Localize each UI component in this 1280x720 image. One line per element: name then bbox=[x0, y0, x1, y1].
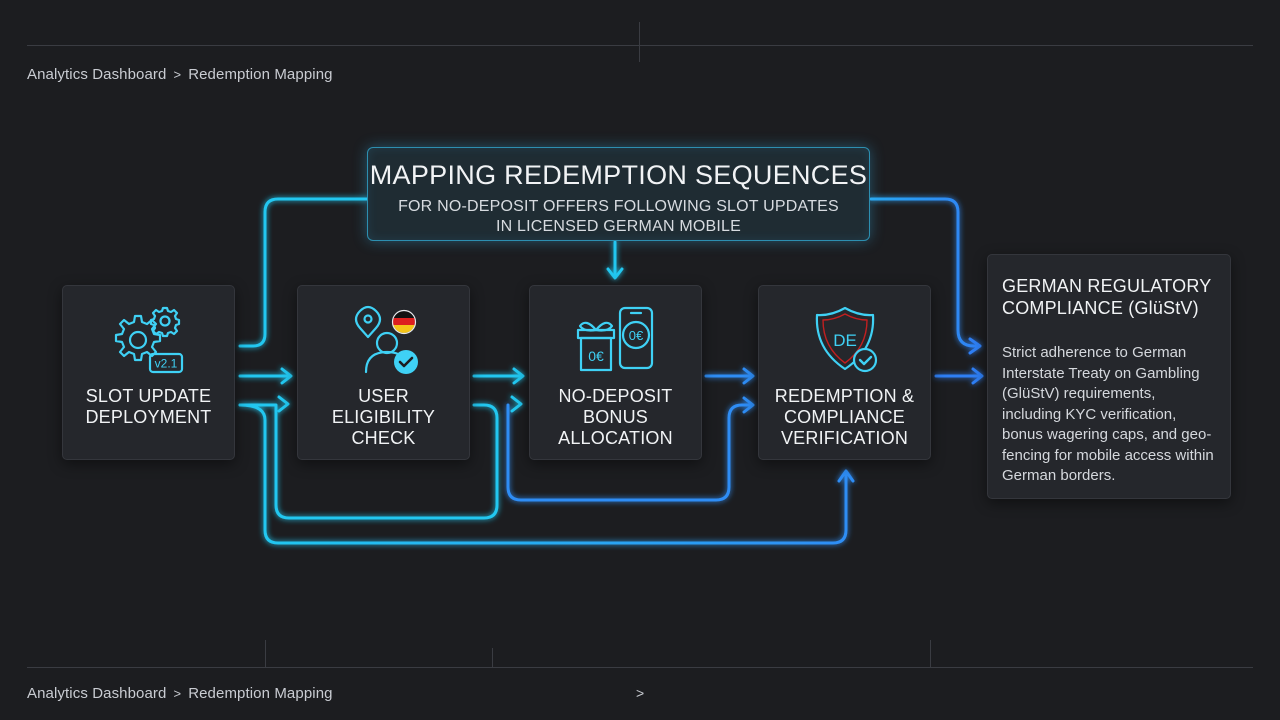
bottom-tick bbox=[265, 640, 266, 667]
top-divider bbox=[27, 45, 1253, 46]
shield-check-icon: DE bbox=[759, 302, 930, 382]
arrowhead-loop-bonus bbox=[510, 395, 523, 413]
shield-country-text: DE bbox=[833, 331, 857, 350]
gift-lid bbox=[576, 328, 616, 340]
arrowhead-4-info bbox=[971, 367, 984, 385]
chevron-right-icon[interactable]: > bbox=[636, 685, 645, 701]
breadcrumb-separator: > bbox=[173, 67, 182, 82]
step-label-bonus-allocation: NO-DEPOSIT BONUS ALLOCATION bbox=[534, 386, 697, 449]
step-card-user-eligibility[interactable]: USER ELIGIBILITY CHECK bbox=[297, 285, 470, 460]
breadcrumb-link-analytics[interactable]: Analytics Dashboard bbox=[27, 66, 167, 83]
step-label-slot-update: SLOT UPDATE DEPLOYMENT bbox=[67, 386, 230, 428]
bottom-divider bbox=[27, 667, 1253, 668]
compliance-title: GERMAN REGULATORY COMPLIANCE (GlüStV) bbox=[1002, 276, 1212, 318]
breadcrumb-bottom: Analytics Dashboard > Redemption Mapping bbox=[27, 685, 333, 702]
bottom-tick bbox=[492, 648, 493, 667]
arrowhead-compliance-top bbox=[968, 337, 982, 355]
arrowhead-3-4 bbox=[742, 367, 755, 385]
user-head bbox=[375, 331, 399, 355]
diagram-title: MAPPING REDEMPTION SEQUENCES bbox=[369, 160, 868, 190]
arrowhead-loop-verification-up bbox=[837, 469, 855, 483]
breadcrumb-top: Analytics Dashboard > Redemption Mapping bbox=[27, 66, 333, 83]
connector-title-to-compliance bbox=[869, 197, 978, 348]
check-badge-icon bbox=[394, 350, 418, 374]
step-label-line: CHECK bbox=[351, 428, 416, 448]
gift-box-icon bbox=[579, 336, 613, 372]
step-label-line: ALLOCATION bbox=[558, 428, 673, 448]
step-label-line: USER bbox=[358, 386, 409, 406]
compliance-info-box: GERMAN REGULATORY COMPLIANCE (GlüStV) St… bbox=[987, 254, 1231, 499]
arrowhead-2-3 bbox=[512, 367, 525, 385]
step-label-compliance-verification: REDEMPTION & COMPLIANCE VERIFICATION bbox=[763, 386, 926, 449]
diagram-subtitle: FOR NO-DEPOSIT OFFERS FOLLOWING SLOT UPD… bbox=[368, 197, 869, 237]
diagram-subtitle-line1: FOR NO-DEPOSIT OFFERS FOLLOWING SLOT UPD… bbox=[398, 198, 839, 215]
breadcrumb-current[interactable]: Redemption Mapping bbox=[188, 66, 333, 83]
phone-icon bbox=[618, 306, 654, 370]
user-check-icon bbox=[298, 302, 469, 382]
step-label-line: NO-DEPOSIT bbox=[558, 386, 673, 406]
phone-amount-text: 0€ bbox=[629, 328, 644, 343]
gears-icon: v2.1 bbox=[63, 302, 234, 382]
germany-flag-icon bbox=[391, 309, 417, 335]
step-card-slot-update[interactable]: v2.1 SLOT UPDATE DEPLOYMENT bbox=[62, 285, 235, 460]
step-label-line: SLOT UPDATE bbox=[85, 386, 212, 406]
loop-slot-to-user bbox=[238, 403, 499, 520]
gift-phone-icon: 0€ 0€ bbox=[530, 302, 701, 382]
location-pin-icon bbox=[354, 305, 382, 339]
arrowhead-loop-verify bbox=[742, 396, 755, 414]
step-label-line: COMPLIANCE bbox=[783, 407, 906, 427]
arrowhead-1-2 bbox=[280, 367, 293, 385]
arrowhead-title-down bbox=[606, 267, 624, 280]
connector-slot-to-title bbox=[238, 197, 369, 348]
loop-user-to-bonus bbox=[506, 403, 753, 502]
version-badge-text: v2.1 bbox=[155, 357, 178, 371]
loop-slot-to-verification bbox=[238, 403, 848, 545]
breadcrumb-link-analytics[interactable]: Analytics Dashboard bbox=[27, 685, 167, 702]
gift-amount-text: 0€ bbox=[588, 348, 604, 364]
bottom-tick bbox=[930, 640, 931, 667]
step-label-user-eligibility: USER ELIGIBILITY CHECK bbox=[302, 386, 465, 449]
step-label-line: BONUS bbox=[582, 407, 648, 427]
step-card-compliance-verification[interactable]: DE REDEMPTION & COMPLIANCE VERIFICATION bbox=[758, 285, 931, 460]
step-label-line: ELIGIBILITY bbox=[331, 407, 436, 427]
step-card-bonus-allocation[interactable]: 0€ 0€ NO-DEPOSIT BONUS ALLOCATION bbox=[529, 285, 702, 460]
diagram-title-box: MAPPING REDEMPTION SEQUENCES FOR NO-DEPO… bbox=[367, 147, 870, 241]
breadcrumb-separator: > bbox=[173, 686, 182, 701]
breadcrumb-current[interactable]: Redemption Mapping bbox=[188, 685, 333, 702]
step-label-line: VERIFICATION bbox=[780, 428, 909, 448]
step-label-line: DEPLOYMENT bbox=[85, 407, 212, 427]
arrowhead-loop-user bbox=[277, 395, 290, 413]
step-label-line: REDEMPTION & bbox=[774, 386, 915, 406]
top-tick bbox=[639, 22, 640, 62]
diagram-subtitle-line2: IN LICENSED GERMAN MOBILE bbox=[495, 218, 742, 235]
compliance-body: Strict adherence to German Interstate Tr… bbox=[1002, 344, 1214, 484]
